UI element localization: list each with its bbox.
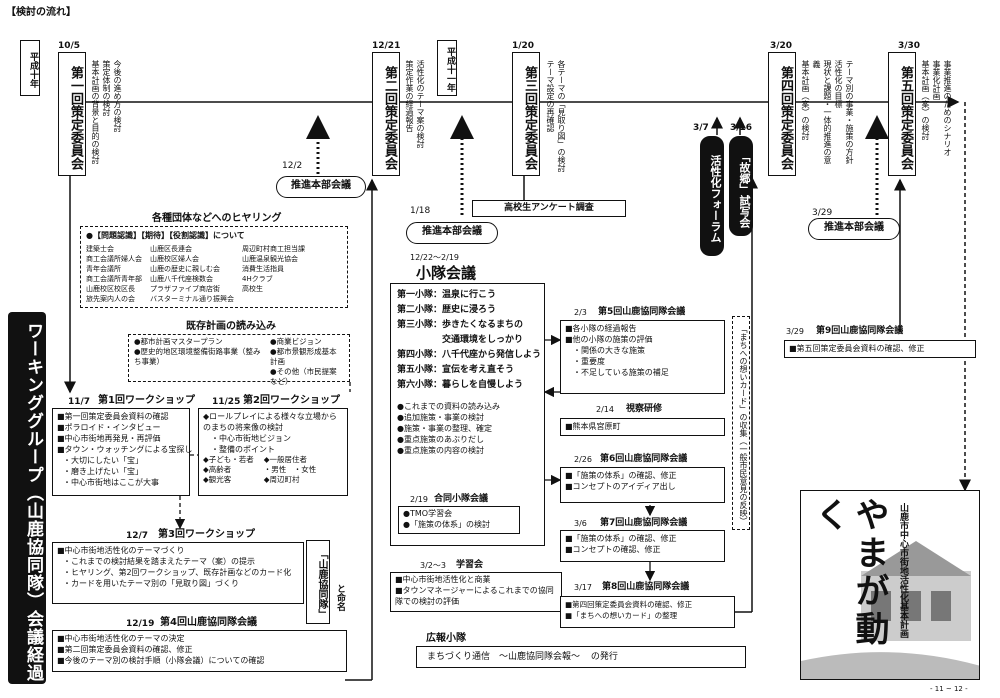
m5-title: 第5回山鹿協同隊会議 bbox=[598, 307, 686, 317]
ws1-date: 11/7 bbox=[68, 397, 91, 407]
pr-title: 広報小隊 bbox=[426, 633, 466, 644]
existing-plans-box: ●都市計画マスタープラン●歴史的地区環境整備街路事業（整みち事業） ●商業ビジョ… bbox=[128, 334, 350, 386]
student-survey: 高校生アンケート調査 bbox=[472, 200, 626, 217]
m7-date: 3/6 bbox=[574, 519, 587, 528]
squad-title: 小隊会議 bbox=[416, 264, 477, 282]
squad-date: 12/22〜2/19 bbox=[410, 253, 460, 262]
naming-box: 「山鹿協同隊」 bbox=[306, 540, 330, 624]
forum-box: 活性化フォーラム bbox=[700, 136, 724, 256]
m8-date: 3/17 bbox=[574, 583, 592, 592]
squad-list: 第一小隊：温泉に行こう第二小隊：歴史に浸ろう第三小隊：歩きたくなるまちの 交通環… bbox=[397, 290, 542, 390]
committee-5-notes: 事業推進のためのシナリオ事業化計画基本計画（案）の検討 bbox=[921, 60, 952, 156]
study-title: 学習会 bbox=[456, 560, 484, 570]
hq-meeting-2: 推進本部会議 bbox=[406, 222, 498, 244]
existing-plans-title: 既存計画の読み込み bbox=[186, 321, 276, 332]
hearing-col1: 建築士会商工会議所婦人会青年会議所 商工会議所青年部山鹿校区校区長旅先案内人の会 bbox=[86, 245, 142, 303]
committee-5: 第五回策定委員会 bbox=[888, 52, 916, 176]
m4-date: 12/19 bbox=[126, 619, 155, 629]
ws3-date: 12/7 bbox=[126, 531, 149, 541]
committee-4-notes: テーマ別の事業・施策の方針活性化の目標現状と課題・一体的推進の意義基本計画（案）… bbox=[801, 60, 854, 164]
poster-image: やまが動く 山鹿市中心市街地活性化基本計画 bbox=[800, 490, 980, 680]
hq-meeting-3: 推進本部会議 bbox=[808, 218, 900, 240]
committee-1: 第一回策定委員会 bbox=[58, 52, 86, 176]
poster-big-text: やまが動く bbox=[809, 497, 889, 649]
m8-box: ■第四回策定委員会資料の確認、修正■「まちへの想いカード」の整理 bbox=[560, 596, 735, 628]
m6-title: 第6回山鹿協同隊会議 bbox=[600, 454, 688, 464]
committee-2: 第二回策定委員会 bbox=[372, 52, 400, 176]
squad-box: 第一小隊：温泉に行こう第二小隊：歴史に浸ろう第三小隊：歩きたくなるまちの 交通環… bbox=[390, 283, 545, 546]
poster-illustration bbox=[801, 541, 979, 679]
committee-4: 第四回策定委員会 bbox=[768, 52, 796, 176]
committee-5-date: 3/30 bbox=[898, 41, 921, 51]
m6-date: 2/26 bbox=[574, 455, 592, 464]
hearing-col3: 周辺町村商工担当課山鹿温泉観光協会消費生活指員 4Hクラブ高校生 bbox=[242, 245, 305, 293]
hq-meeting-1-date: 12/2 bbox=[282, 161, 303, 171]
era-label-h10: 平成十年 bbox=[20, 40, 40, 96]
study-date: 3/2〜3 bbox=[420, 561, 446, 570]
ws1-title: 第1回ワークショップ bbox=[98, 395, 195, 406]
ws2-box: ◆ロールプレイによる様々な立場からのまちの将来像の検討 ・中心市街地ビジョン ・… bbox=[198, 408, 348, 496]
m6-box: ■「施策の体系」の確認、修正■コンセプトのアイディア出し bbox=[560, 467, 725, 503]
hearing-box: ●【問題認識】【期待】【役割認識】について 建築士会商工会議所婦人会青年会議所 … bbox=[80, 226, 348, 308]
furusato-box: 「故郷」試写会 bbox=[729, 136, 753, 236]
visit-date: 2/14 bbox=[596, 405, 614, 414]
pr-box: まちづくり通信 〜山鹿協同隊会報〜 の発行 bbox=[416, 646, 746, 668]
furusato-date: 3/16 bbox=[730, 123, 753, 133]
page-header: 【検討の流れ】 bbox=[6, 7, 76, 18]
committee-3-date: 1/20 bbox=[512, 41, 535, 51]
m7-title: 第7回山鹿協同隊会議 bbox=[600, 518, 688, 528]
working-group-label: ワーキンググループ（山鹿協同隊）会議経過 bbox=[8, 312, 46, 684]
committee-3: 第三回策定委員会 bbox=[512, 52, 540, 176]
hq-meeting-2-date: 1/18 bbox=[410, 206, 431, 216]
study-box: ■中心市街地活性化と商業■タウンマネージャーによるこれまでの協同隊での検討の評価 bbox=[390, 572, 562, 612]
hq-meeting-1: 推進本部会議 bbox=[276, 176, 366, 198]
committee-2-date: 12/21 bbox=[372, 41, 401, 51]
m4-title: 第4回山鹿協同隊会議 bbox=[160, 617, 257, 628]
committee-3-notes: 各テーマの「見取り図」の検討テーマ設定の再確認 bbox=[546, 60, 566, 172]
ws2-date: 11/25 bbox=[212, 397, 241, 407]
committee-1-notes: 今後の進め方の検討策定体制の検討基本計画の背景と目的の検討 bbox=[91, 60, 122, 164]
hearing-subtitle: ●【問題認識】【期待】【役割認識】について bbox=[86, 231, 245, 240]
poster-sub-text: 山鹿市中心市街地活性化基本計画 bbox=[898, 503, 908, 638]
ws3-box: ■中心市街地活性化のテーマづくり ・これまでの検討結果を踏まえたテーマ（案）の提… bbox=[52, 542, 304, 604]
ws3-title: 第3回ワークショップ bbox=[158, 529, 255, 540]
page-number: - 11 ~ 12 - bbox=[930, 685, 968, 693]
committee-1-date: 10/5 bbox=[58, 41, 81, 51]
hq-meeting-3-date: 3/29 bbox=[812, 208, 833, 218]
m9-date: 3/29 bbox=[786, 327, 804, 336]
joint-date: 2/19 bbox=[410, 495, 428, 504]
hearing-title: 各種団体などへのヒヤリング bbox=[152, 213, 282, 224]
m9-box: ■第五回策定委員会資料の確認、修正 bbox=[784, 340, 976, 358]
m7-box: ■「施策の体系」の確認、修正■コンセプトの確認、修正 bbox=[560, 530, 725, 562]
visit-title: 視察研修 bbox=[626, 404, 663, 414]
era-label-h11: 平成十一年 bbox=[437, 40, 457, 96]
m8-title: 第8回山鹿協同隊会議 bbox=[602, 582, 690, 592]
joint-title: 合同小隊会議 bbox=[434, 494, 489, 504]
m5-date: 2/3 bbox=[574, 308, 587, 317]
m9-title: 第9回山鹿協同隊会議 bbox=[816, 326, 904, 336]
naming-suffix: と命名 bbox=[335, 584, 345, 611]
card-collection: 「まちへの想いカード」の収集（一般市民意見の反映） bbox=[732, 316, 750, 530]
forum-date: 3/7 bbox=[693, 123, 709, 133]
committee-2-notes: 活性化のテーマ案の検討策定作業の経過報告 bbox=[405, 60, 425, 148]
m4-box: ■中心市街地活性化のテーマの決定■第二回策定委員会資料の確認、修正■今後のテーマ… bbox=[52, 630, 347, 672]
ws2-title: 第2回ワークショップ bbox=[243, 395, 340, 406]
visit-box: ■熊本県宮原町 bbox=[560, 418, 725, 436]
ws1-box: ■第一回策定委員会資料の確認■ポラロイド・インタビュー■中心市街地再発見・再評価… bbox=[52, 408, 192, 496]
joint-box: ●TMO学習会●「施策の体系」の検討 bbox=[398, 506, 520, 534]
hearing-col2: 山鹿区長連会山鹿校区婦人会山鹿の歴史に親しむ会 山鹿八千代座検数会プラザファイブ… bbox=[150, 245, 234, 303]
newsletter-suffix: の発行 bbox=[590, 652, 618, 662]
squad-tasks: ●これまでの資料の読み込み●追加施策・事業の検討●施策・事業の整理、確定●重点施… bbox=[397, 402, 500, 455]
committee-4-date: 3/20 bbox=[770, 41, 793, 51]
m5-box: ■各小隊の経過報告■他の小隊の施策の評価 ・関係の大きな施策・重要度・不足してい… bbox=[560, 320, 725, 394]
newsletter-name: まちづくり通信 〜山鹿協同隊会報〜 bbox=[427, 652, 581, 662]
